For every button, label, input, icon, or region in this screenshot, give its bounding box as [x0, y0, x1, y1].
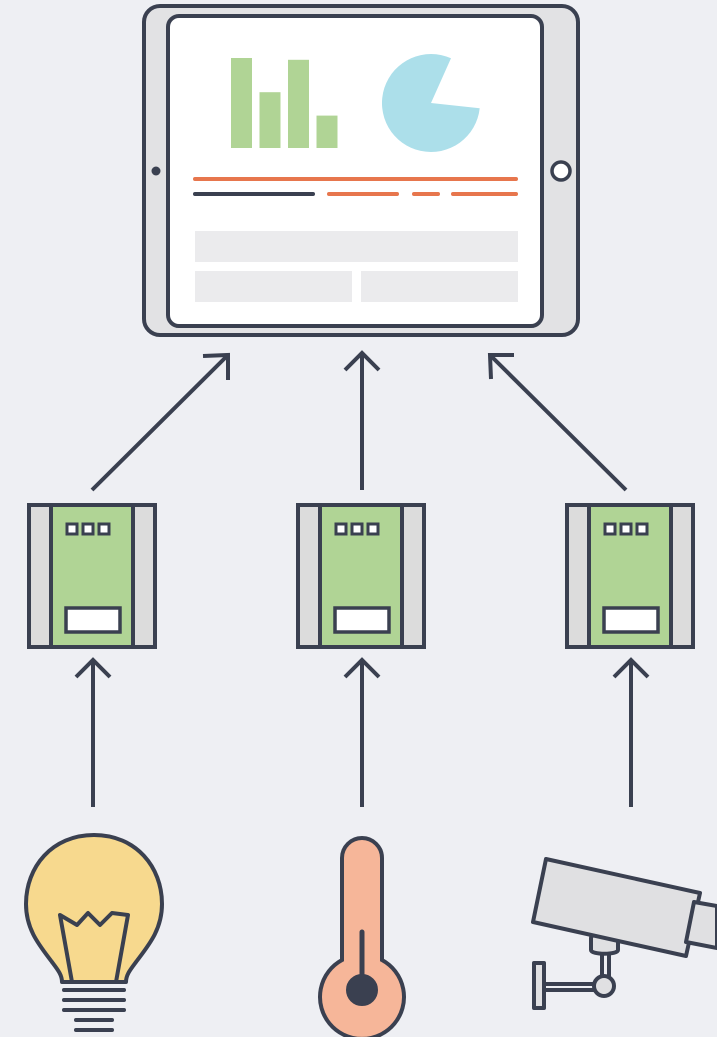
- gateway-right: [565, 503, 695, 649]
- gateway-display-panel: [602, 606, 660, 634]
- dashboard-placeholder-wide: [195, 231, 518, 262]
- dashboard-bar: [316, 115, 338, 148]
- gateway-led-indicator: [635, 522, 649, 536]
- gateway-led-indicator: [334, 522, 348, 536]
- light-bulb-icon: [24, 833, 164, 1032]
- gateway-led-indicator: [65, 522, 79, 536]
- tablet-camera-dot: [151, 166, 161, 176]
- dashboard-placeholder-right: [361, 271, 518, 302]
- security-camera-icon: [531, 857, 717, 1010]
- gateway-led-indicator: [81, 522, 95, 536]
- gateway-led-indicator: [603, 522, 617, 536]
- gateway-led-indicator: [366, 522, 380, 536]
- arrow-center-to-tablet: [343, 350, 381, 490]
- arrow-bulb-to-gateway: [74, 657, 112, 807]
- dashboard-placeholder-left: [195, 271, 352, 302]
- arrow-thermometer-to-gateway: [343, 657, 381, 807]
- dashboard-pie-chart: [381, 54, 480, 153]
- dashboard-bar: [288, 59, 309, 148]
- dashboard-bar-chart: [231, 58, 338, 148]
- sensor-arrows: [74, 657, 650, 807]
- dashboard-bar: [231, 58, 252, 148]
- dashboard-bar: [259, 92, 281, 148]
- arrow-camera-to-gateway: [612, 657, 650, 807]
- thermometer-icon: [318, 836, 406, 1037]
- gateway-led-indicator: [97, 522, 111, 536]
- gateway-display-panel: [64, 606, 122, 634]
- gateway-led-indicator: [350, 522, 364, 536]
- tablet-device: [142, 4, 580, 337]
- gateway-left: [27, 503, 157, 649]
- uplink-arrows: [90, 350, 628, 492]
- gateway-row: [27, 503, 695, 649]
- gateway-led-indicator: [619, 522, 633, 536]
- tablet-home-button: [550, 160, 572, 182]
- gateway-display-panel: [333, 606, 391, 634]
- arrow-right-to-tablet: [487, 353, 628, 492]
- gateway-center: [296, 503, 426, 649]
- arrow-left-to-tablet: [90, 352, 230, 492]
